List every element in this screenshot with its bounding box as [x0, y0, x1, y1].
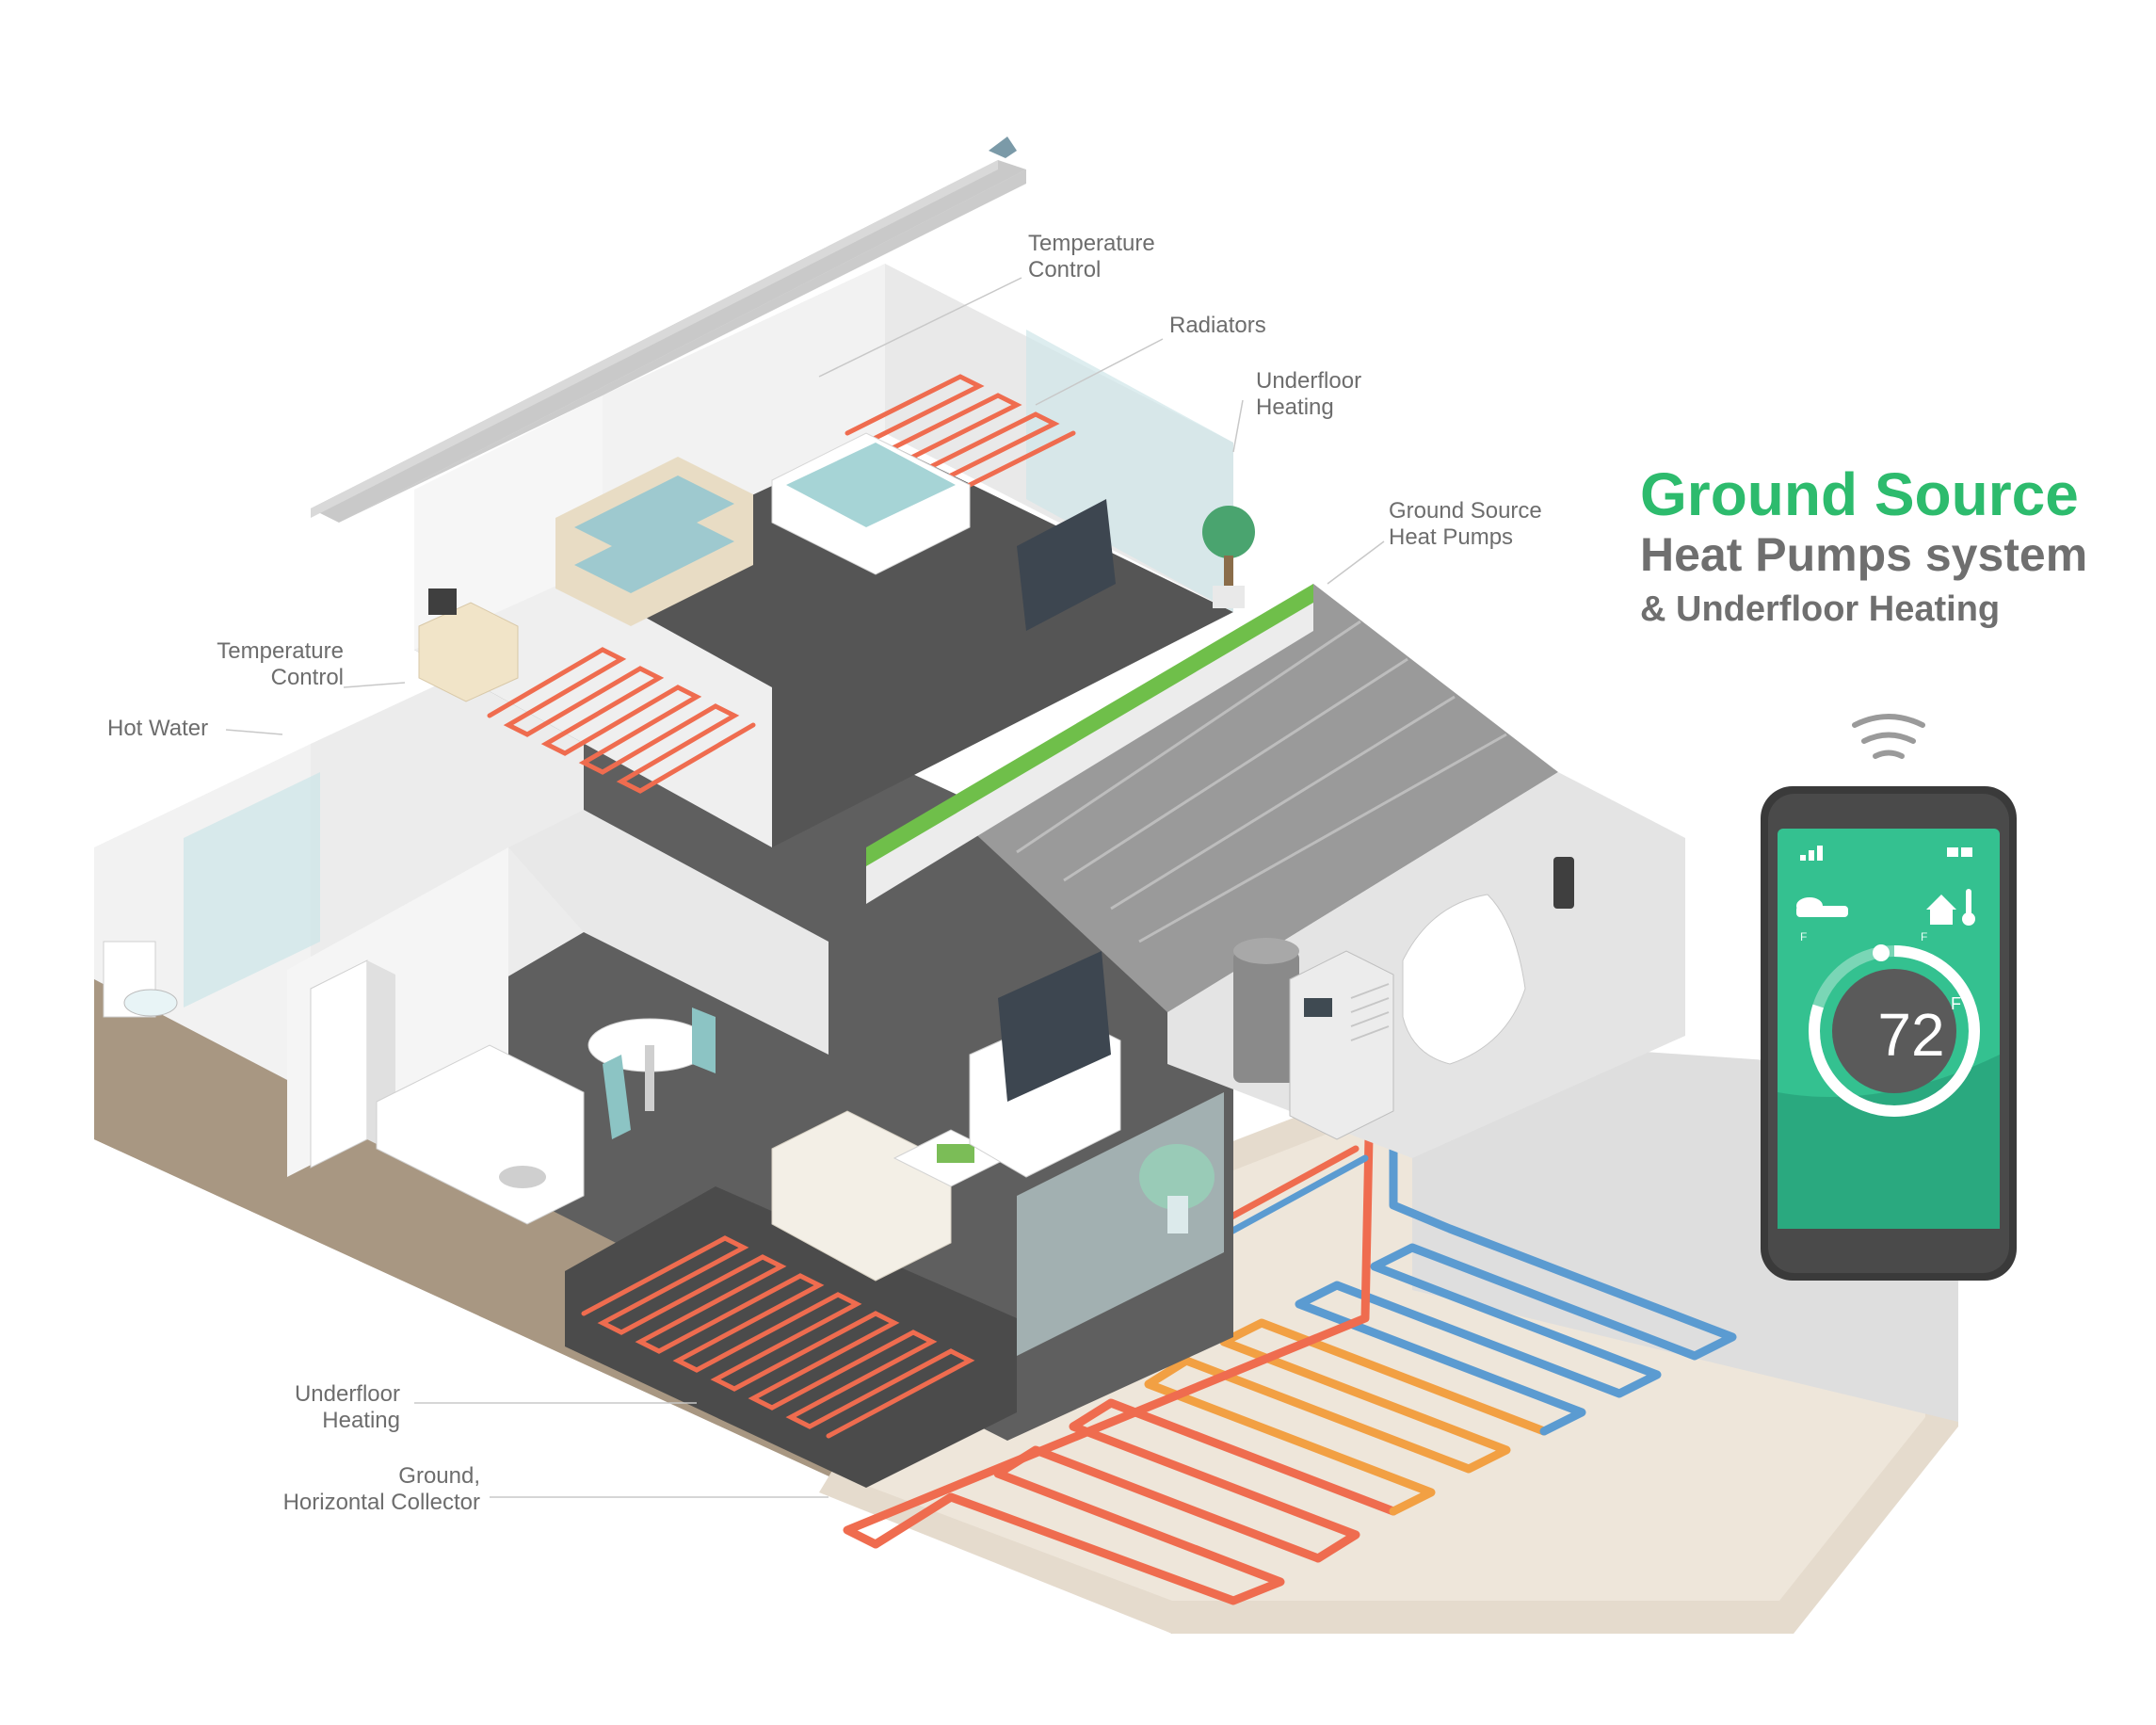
garage-equipment: [1167, 772, 1685, 1158]
thermostat-dial: [1809, 944, 1980, 1117]
garage-roof: [866, 584, 1558, 1012]
label-temperature-control-left: Temperature Control: [217, 638, 344, 690]
label-ground-horizontal-collector: Ground, Horizontal Collector: [282, 1463, 480, 1515]
thermostat-temperature: 72: [1877, 1001, 1945, 1069]
callout-leader-lines: [225, 277, 1385, 1498]
label-underfloor-heating-lower: Underfloor Heating: [294, 1381, 400, 1433]
signal-icon: [1800, 846, 1823, 861]
upper-floor-heating-coils: [487, 374, 1076, 794]
wifi-icon: [1852, 714, 1925, 759]
title-ground-source: Ground Source: [1640, 460, 2079, 528]
upper-floor-furniture: [418, 432, 1255, 702]
label-ground-source-heat-pumps: Ground Source Heat Pumps: [1389, 498, 1542, 550]
battery-icon: [1947, 847, 1972, 857]
scale-label-left: F: [1800, 930, 1808, 943]
thermostat-unit: F: [1951, 994, 1961, 1013]
ground-floor-furniture: [103, 772, 1224, 1356]
ground-floor-heating-coil: [581, 1235, 975, 1439]
smartphone-app: [1761, 786, 2017, 1281]
main-roof: [311, 137, 1026, 523]
scale-label-right: F: [1921, 930, 1928, 943]
label-radiators: Radiators: [1169, 313, 1266, 338]
label-hot-water: Hot Water: [107, 716, 209, 741]
label-temperature-control-upper: Temperature Control: [1028, 231, 1155, 282]
label-underfloor-heating-upper: Underfloor Heating: [1256, 368, 1362, 420]
title-underfloor-heating: & Underfloor Heating: [1640, 589, 2001, 629]
weather-icon: [1796, 897, 1848, 917]
title-heat-pumps-system: Heat Pumps system: [1640, 528, 2088, 581]
home-thermometer-icon: [1926, 889, 1975, 926]
